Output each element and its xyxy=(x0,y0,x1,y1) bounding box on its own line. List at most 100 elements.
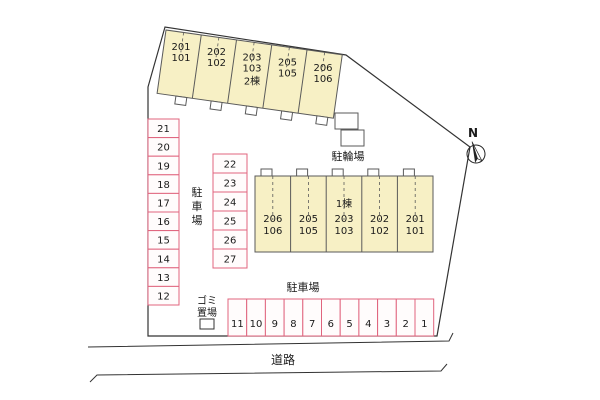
parking-stall-number: 26 xyxy=(224,235,237,246)
parking-stall xyxy=(358,298,379,337)
parking-stall xyxy=(212,248,248,269)
parking-stall-number: 13 xyxy=(157,273,170,284)
entrance-porch xyxy=(244,105,258,116)
entrance-porch xyxy=(279,110,294,121)
parking-stall-number: 12 xyxy=(157,292,170,303)
unit-number-upper: 202 xyxy=(370,214,389,225)
parking-stall-number: 19 xyxy=(157,161,170,172)
unit-divider xyxy=(191,34,202,99)
parking-stall xyxy=(227,298,248,337)
parking-stall-number: 16 xyxy=(157,217,170,228)
parking-stall xyxy=(246,298,266,337)
parking-stall xyxy=(395,298,416,337)
unit-number-upper: 202 xyxy=(207,47,226,58)
building-1-name: 1棟 xyxy=(336,197,352,210)
parking-label-bottom: 駐車場 xyxy=(287,280,320,294)
unit-number-upper: 205 xyxy=(299,214,318,225)
unit-divider xyxy=(297,49,308,114)
unit-number-lower: 106 xyxy=(313,74,332,85)
unit-number-upper: 206 xyxy=(263,214,282,225)
unit-number-upper: 201 xyxy=(171,42,190,53)
unit-number-lower: 103 xyxy=(334,226,353,237)
garbage-label: ゴミ置場 xyxy=(197,294,217,319)
parking-stall-number: 24 xyxy=(224,197,237,208)
garbage-box xyxy=(199,318,215,330)
unit-number-upper: 206 xyxy=(313,63,332,74)
parking-stall-number: 25 xyxy=(224,216,237,227)
unit-number-lower: 105 xyxy=(299,226,318,237)
parking-stall-number: 8 xyxy=(290,319,296,330)
unit-number-upper: 203 xyxy=(242,52,261,63)
parking-stall-number: 23 xyxy=(224,178,237,189)
compass-icon xyxy=(466,141,486,164)
parking-stall-number: 17 xyxy=(157,199,170,210)
entrance-porch xyxy=(402,168,415,177)
parking-stall-number: 9 xyxy=(272,319,278,330)
parking-stall-number: 10 xyxy=(250,319,263,330)
entrance-porch xyxy=(174,95,188,107)
parking-stall-number: 18 xyxy=(157,180,170,191)
unit-number-lower: 103 xyxy=(242,63,261,74)
parking-stall-number: 15 xyxy=(157,236,170,247)
parking-stall xyxy=(264,298,285,337)
parking-stall-number: 4 xyxy=(365,319,371,330)
road: 道路 xyxy=(87,332,454,383)
entrance-porch xyxy=(331,168,344,177)
entrance-porch xyxy=(367,168,380,177)
building-2-outline xyxy=(156,29,343,119)
unit-number-lower: 102 xyxy=(207,58,226,69)
entrance-porch xyxy=(209,100,223,111)
garbage-area: ゴミ置場 xyxy=(197,294,217,330)
north-arrow: N xyxy=(466,126,486,164)
road-edge-lower xyxy=(89,363,448,383)
parking-stall-number: 27 xyxy=(224,254,237,265)
unit-number-lower: 102 xyxy=(370,226,389,237)
parking-label-left: 駐車場 xyxy=(192,185,203,227)
parking-stall-number: 1 xyxy=(421,319,427,330)
parking-stall-number: 3 xyxy=(384,319,390,330)
parking-stall xyxy=(377,298,397,337)
road-label: 道路 xyxy=(271,352,295,367)
entrance-porch xyxy=(260,168,273,177)
bicycle-parking: 駐輪場 xyxy=(332,112,365,163)
parking-stall-number: 14 xyxy=(157,254,170,265)
bicycle-label: 駐輪場 xyxy=(332,149,365,163)
parking-bottom-row: 11 10 9 8 7 6 5 4 3 2 1 xyxy=(227,298,435,337)
parking-stall-number: 2 xyxy=(402,319,408,330)
parking-stall xyxy=(147,285,180,306)
unit-number-lower: 101 xyxy=(406,226,425,237)
road-edge-upper xyxy=(87,332,454,348)
parking-stall-number: 11 xyxy=(231,319,244,330)
unit-number-lower: 106 xyxy=(263,226,282,237)
unit-number-upper: 201 xyxy=(406,214,425,225)
parking-stall-number: 5 xyxy=(346,319,352,330)
north-label: N xyxy=(468,126,478,140)
entrance-porch xyxy=(296,168,309,177)
parking-stall xyxy=(302,298,322,337)
unit-number-lower: 105 xyxy=(278,69,297,80)
unit-number-upper: 203 xyxy=(334,214,353,225)
parking-stall-number: 7 xyxy=(309,319,315,330)
unit-divider xyxy=(262,44,273,109)
parking-stall xyxy=(414,298,435,337)
parking-stall xyxy=(321,298,341,337)
entrance-porch xyxy=(315,115,329,126)
bicycle-rack xyxy=(340,129,365,147)
parking-stall-number: 21 xyxy=(157,124,170,135)
building-2 xyxy=(156,29,343,126)
parking-stall xyxy=(283,298,304,337)
parking-left-column: 21 20 19 18 17 16 15 14 13 12 xyxy=(147,118,180,306)
parking-stall-number: 20 xyxy=(157,143,170,154)
unit-divider xyxy=(227,39,238,104)
unit-number-lower: 101 xyxy=(171,53,190,64)
parking-stall-number: 6 xyxy=(328,319,334,330)
bicycle-rack xyxy=(334,112,359,130)
parking-stall xyxy=(339,298,360,337)
building-2-name: 2棟 xyxy=(244,74,260,87)
unit-number-upper: 205 xyxy=(278,58,297,69)
